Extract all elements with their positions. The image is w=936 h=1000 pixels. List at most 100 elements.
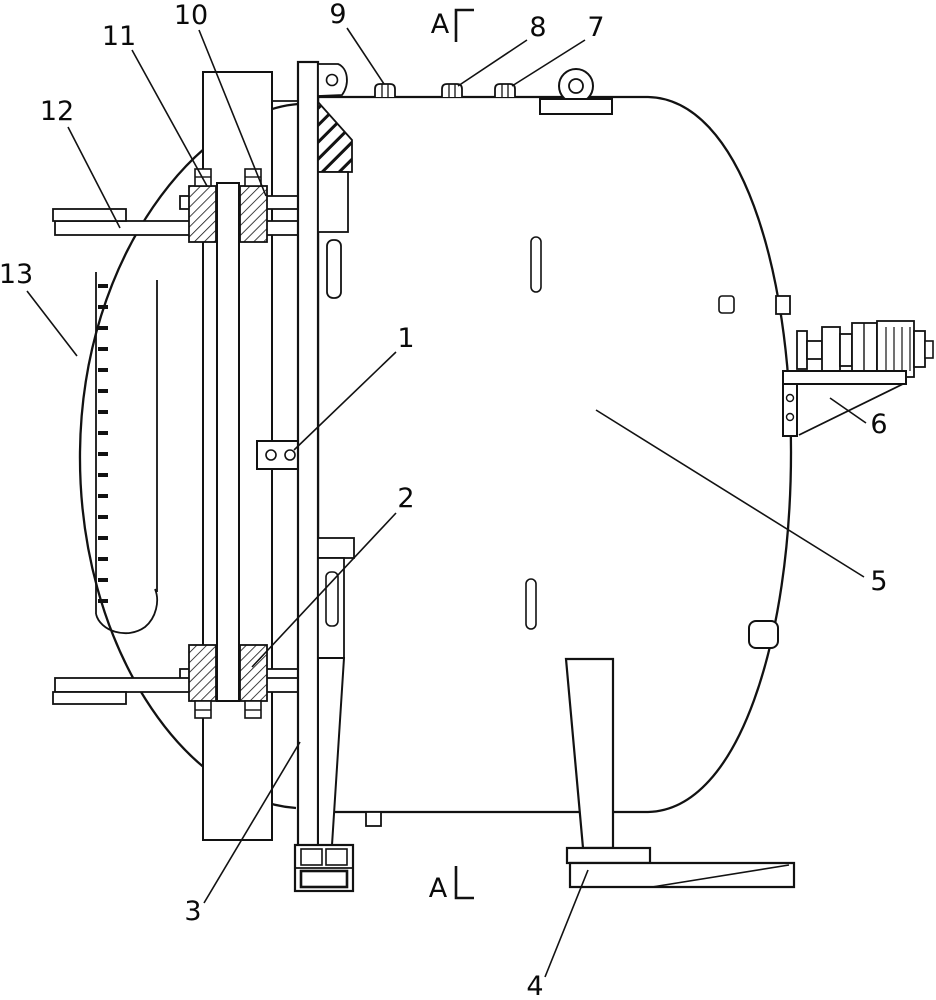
callout-2-label: 2	[397, 483, 414, 514]
callout-7: 7	[511, 12, 605, 87]
callout-11-label: 11	[102, 21, 136, 52]
callout-11-leader	[131, 49, 208, 187]
base-plate	[568, 861, 796, 889]
guide-bracket-hole	[265, 449, 277, 461]
callout-5-label: 5	[870, 566, 887, 597]
callout-3-label: 3	[184, 896, 201, 927]
lower-bearing-right	[239, 644, 268, 702]
callout-4-label: 4	[526, 971, 543, 1000]
callout-1: 1	[293, 323, 415, 451]
drive-shell-pad	[775, 295, 791, 315]
coupling-spacer	[839, 333, 853, 367]
callout-10: 10	[174, 0, 267, 197]
shell-tab	[718, 295, 735, 314]
support-leg-assembly	[564, 657, 796, 889]
callout-13-leader	[26, 290, 78, 357]
callout-11: 11	[102, 21, 208, 187]
flange-upper-bracket	[317, 171, 349, 233]
callout-6-label: 6	[870, 409, 887, 440]
callouts: 11 10 9 8 7 12 13 1	[0, 0, 888, 1000]
upper-bearing-left	[188, 185, 217, 243]
drive-bracket-shelf	[782, 370, 907, 385]
bracket-bolt-hole	[785, 393, 795, 403]
callout-8-label: 8	[529, 12, 546, 43]
nozzle-clamp	[441, 83, 463, 97]
callout-9-leader	[346, 27, 385, 85]
flange-upper-slot	[326, 239, 342, 299]
callout-1-label: 1	[397, 323, 414, 354]
callout-6: 6	[829, 397, 888, 440]
lower-bearing-left	[188, 644, 217, 702]
motor-fins	[885, 327, 911, 371]
callout-12-leader	[67, 126, 121, 229]
vessel-shell	[316, 95, 793, 814]
lower-bracket-slot	[325, 571, 339, 627]
motor-tail	[924, 340, 934, 359]
agitator-drive	[775, 295, 934, 437]
shaft-flange-disc	[796, 330, 808, 370]
drive-shaft	[806, 340, 823, 360]
leg-foot-plate	[565, 846, 652, 865]
lug-base-plate	[539, 98, 613, 115]
section-letter-bottom: A	[429, 873, 448, 904]
lower-bracket-step	[317, 537, 355, 559]
section-cut-bracket-top	[454, 8, 474, 42]
guide-bracket	[256, 440, 304, 470]
foot-block	[325, 848, 348, 866]
callout-12-label: 12	[40, 96, 74, 127]
callout-13-label: 13	[0, 259, 33, 290]
foot-base-block	[299, 869, 349, 889]
column-foot	[293, 843, 355, 893]
door-liner-hook	[95, 588, 158, 635]
top-nozzle-1	[374, 83, 396, 97]
callout-5: 5	[595, 409, 888, 597]
section-marker-bottom: A	[429, 866, 474, 904]
callout-10-leader	[198, 29, 267, 197]
callout-6-leader	[829, 397, 867, 424]
motor-body	[876, 320, 915, 378]
lower-arm-end-plate	[52, 691, 127, 705]
callout-3-leader	[203, 741, 301, 904]
callout-10-label: 10	[174, 0, 208, 31]
flange-hatched-gusset	[317, 99, 353, 173]
callout-2: 2	[251, 483, 415, 668]
callout-9-label: 9	[329, 0, 346, 30]
callout-4: 4	[526, 869, 589, 1000]
dished-door-head	[78, 102, 299, 810]
upper-arm-end-plate	[52, 208, 127, 222]
foot-block	[300, 848, 323, 866]
callout-8: 8	[457, 12, 547, 87]
callout-13: 13	[0, 259, 78, 357]
guide-bracket-hole	[284, 449, 296, 461]
motor-end-cap	[913, 330, 926, 368]
drain-fitting	[365, 811, 382, 827]
callout-5-leader	[595, 409, 865, 578]
section-letter-top: A	[431, 9, 450, 40]
shell-slot-lower	[525, 578, 537, 630]
drive-bracket-gusset	[798, 383, 904, 436]
flange-lug-hole	[325, 73, 339, 87]
lower-bearing-bolts	[194, 700, 262, 719]
callout-1-leader	[293, 351, 397, 451]
shell-slot-upper	[530, 236, 542, 293]
spindle-shaft	[216, 182, 240, 702]
lifting-lug	[539, 68, 613, 115]
lug-hole	[568, 78, 584, 94]
callout-8-leader	[457, 39, 528, 87]
nozzle-clamp	[374, 83, 396, 97]
callout-9: 9	[329, 0, 385, 85]
top-nozzle-3	[494, 83, 516, 97]
callout-3: 3	[184, 741, 301, 927]
callout-7-leader	[511, 39, 586, 87]
callout-2-leader	[251, 512, 397, 668]
top-nozzle-2	[441, 83, 463, 97]
coupling	[821, 326, 841, 374]
drive-bracket-wall	[782, 383, 798, 437]
section-cut-bracket-bottom	[454, 866, 474, 900]
callout-12: 12	[40, 96, 121, 229]
callout-4-leader	[544, 869, 589, 978]
guide-bracket-body	[256, 440, 304, 470]
bracket-bolt-hole	[785, 412, 795, 422]
